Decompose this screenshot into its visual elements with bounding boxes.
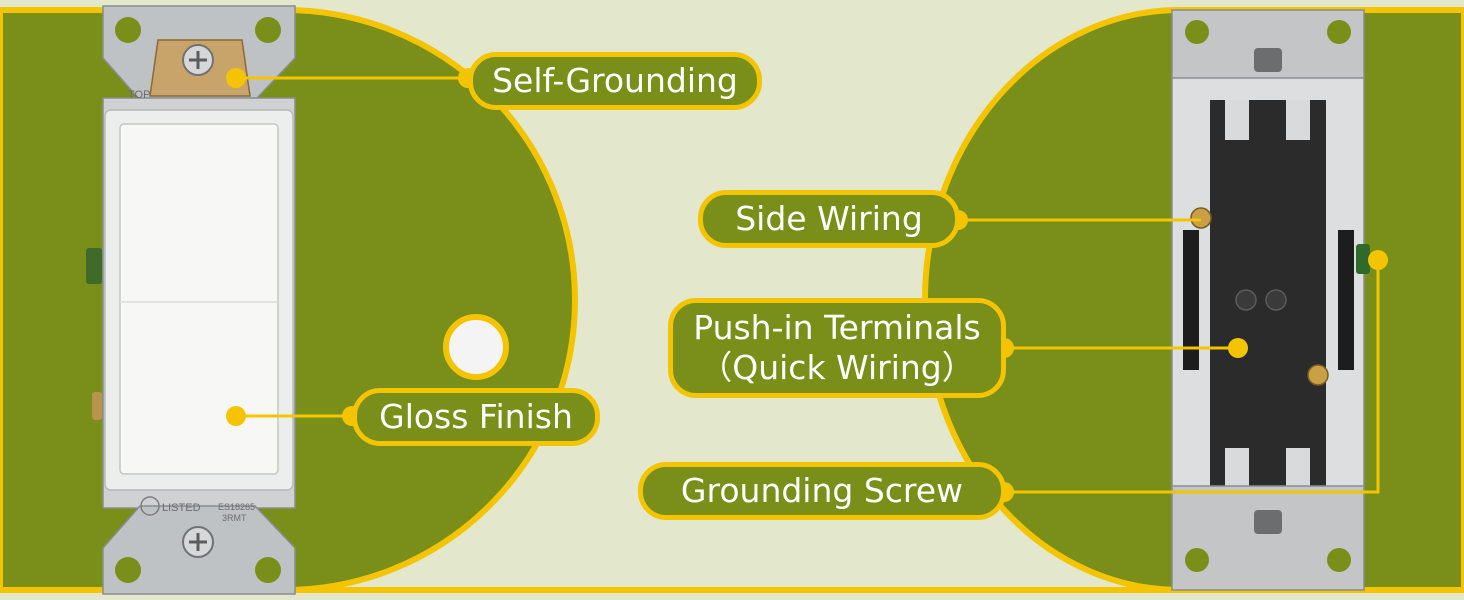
- back-strap-hole-br: [1327, 548, 1351, 572]
- callout-push-in-line2: （Quick Wiring）: [699, 348, 975, 387]
- front-bottom-screw-slot: [189, 533, 207, 551]
- front-strap-hole-br: [255, 557, 281, 583]
- front-top-screw-slot: [189, 51, 207, 69]
- callout-self-grounding: Self-Grounding: [468, 52, 762, 110]
- leader-lines: [236, 76, 1380, 494]
- dot-push-in-icon: [1228, 338, 1248, 358]
- dot-grounding-screw-icon: [1368, 250, 1388, 270]
- back-housing-tab-br: [1286, 448, 1310, 488]
- callout-push-in-terminals: Push-in Terminals （Quick Wiring）: [668, 298, 1006, 398]
- back-housing-tab-tr: [1286, 100, 1310, 140]
- front-strap-hole-bl: [115, 557, 141, 583]
- rocker-paddle: [119, 123, 279, 475]
- front-model-sub: 3RMT: [222, 513, 247, 523]
- dot-gloss-finish-icon: [226, 406, 246, 426]
- back-bottom-strap: [1171, 485, 1365, 591]
- green-grounding-screw-icon: [1356, 244, 1370, 274]
- dot-self-grounding-icon: [226, 68, 246, 88]
- back-strap-hole-bl: [1185, 548, 1209, 572]
- push-in-terminal-icon: [1265, 289, 1287, 311]
- front-top-mark: TOP: [128, 89, 150, 101]
- back-side-rail-right: [1338, 230, 1354, 370]
- front-model-code: ES18265: [218, 502, 255, 512]
- front-side-terminal-left: [86, 248, 102, 284]
- leader-grounding-screw: [1004, 260, 1380, 494]
- bottom-band: [0, 590, 1464, 600]
- back-housing-tab-bl: [1225, 448, 1249, 488]
- callout-push-in-line1: Push-in Terminals: [693, 308, 981, 347]
- back-strap-hole-tr: [1327, 20, 1351, 44]
- back-housing-tab-tl: [1225, 100, 1249, 140]
- front-side-terminal-left-2: [92, 392, 102, 420]
- push-in-terminal-2-icon: [1235, 289, 1257, 311]
- switch-back-view: [1171, 9, 1370, 591]
- front-strap-hole-tl: [115, 17, 141, 43]
- callout-side-wiring-text: Side Wiring: [735, 199, 923, 238]
- front-strap-hole-tr: [255, 17, 281, 43]
- side-wiring-screw-2-icon: [1307, 364, 1329, 386]
- white-circle-decoration: [443, 314, 509, 380]
- callout-grounding-screw-text: Grounding Screw: [680, 471, 964, 510]
- ul-mark-icon: [140, 496, 160, 516]
- back-side-rail-left: [1183, 230, 1199, 370]
- callout-grounding-screw: Grounding Screw: [638, 462, 1006, 520]
- front-listed-mark: LISTED: [162, 502, 201, 514]
- back-strap-hole-tl: [1185, 20, 1209, 44]
- callout-self-grounding-text: Self-Grounding: [492, 61, 738, 100]
- side-wiring-screw-icon: [1190, 207, 1212, 229]
- callout-side-wiring: Side Wiring: [698, 190, 960, 248]
- callout-gloss-finish-text: Gloss Finish: [379, 397, 573, 436]
- back-top-screw: [1254, 48, 1282, 72]
- back-bottom-screw: [1254, 510, 1282, 534]
- callout-gloss-finish: Gloss Finish: [352, 388, 600, 446]
